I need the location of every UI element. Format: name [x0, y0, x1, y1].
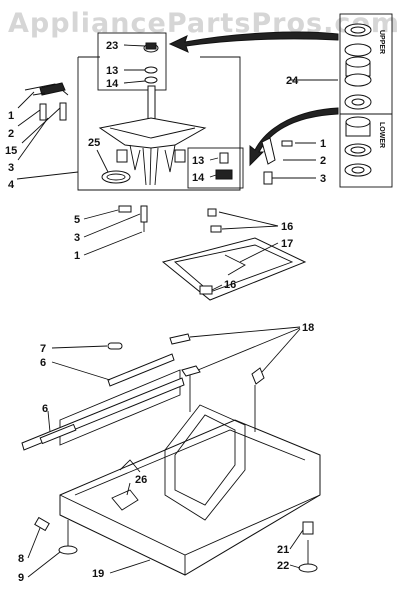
ring-seal	[101, 170, 131, 184]
foot-pad-21	[302, 521, 314, 535]
callout-1a: 1	[8, 110, 14, 122]
callout-2a: 2	[8, 128, 14, 140]
callout-26: 26	[135, 474, 147, 486]
callout-13a: 13	[106, 65, 118, 77]
callout-1c: 1	[320, 138, 326, 150]
callout-13b: 13	[192, 155, 204, 167]
callout-4: 4	[8, 179, 15, 191]
mid-left-hardware	[118, 205, 148, 232]
part-18b	[181, 365, 201, 377]
callout-19: 19	[92, 568, 104, 580]
callout-25: 25	[88, 137, 100, 149]
arrow-upper-icon	[168, 31, 339, 53]
callout-14b: 14	[192, 172, 205, 184]
part-13b	[219, 152, 229, 164]
upper-label: UPPER	[378, 30, 385, 54]
part-18c	[251, 367, 265, 385]
callout-1b: 1	[74, 250, 80, 262]
callout-6a: 6	[40, 357, 46, 369]
lower-label: LOWER	[378, 122, 385, 148]
left-top-hardware	[24, 82, 69, 121]
callout-2c: 2	[320, 155, 326, 167]
bearing-kit-box	[339, 13, 393, 188]
callout-numbers: 1 2 15 3 4 25 5 3 1 23 13 14 24 1 2 3 13…	[5, 40, 326, 584]
callout-6b: 6	[42, 403, 48, 415]
callout-15: 15	[5, 145, 17, 157]
callout-16a: 16	[281, 221, 293, 233]
callout-3b: 3	[74, 232, 80, 244]
callout-24: 24	[286, 75, 299, 87]
part-14b	[215, 169, 233, 180]
callout-18: 18	[302, 322, 314, 334]
base-frame	[59, 369, 321, 576]
drive-assembly-box	[77, 56, 241, 191]
callout-14a: 14	[106, 78, 119, 90]
callout-21: 21	[277, 544, 289, 556]
leader-lines	[16, 44, 338, 578]
plug-7	[107, 342, 123, 350]
right-top-hardware	[261, 137, 293, 185]
part-18a	[169, 333, 191, 345]
callout-9: 9	[18, 572, 24, 584]
foot-9	[58, 545, 78, 555]
callout-8: 8	[18, 553, 24, 565]
mounting-plate	[161, 208, 307, 301]
foot-22	[298, 563, 318, 573]
callout-22: 22	[277, 560, 289, 572]
rail-clip	[39, 423, 77, 445]
bracket-26	[111, 489, 139, 511]
callout-17: 17	[281, 238, 293, 250]
callout-7: 7	[40, 343, 46, 355]
small-parts-box	[187, 147, 244, 189]
foot-pad-8	[34, 516, 50, 532]
callout-3c: 3	[320, 173, 326, 185]
arrow-lower-icon	[249, 107, 339, 167]
shaft-assembly	[98, 42, 207, 186]
callout-23: 23	[106, 40, 118, 52]
rail-upper	[107, 353, 175, 387]
shaft-parts-box	[97, 32, 167, 91]
callout-16b: 16	[224, 279, 236, 291]
callout-5: 5	[74, 214, 80, 226]
callout-3a: 3	[8, 162, 14, 174]
